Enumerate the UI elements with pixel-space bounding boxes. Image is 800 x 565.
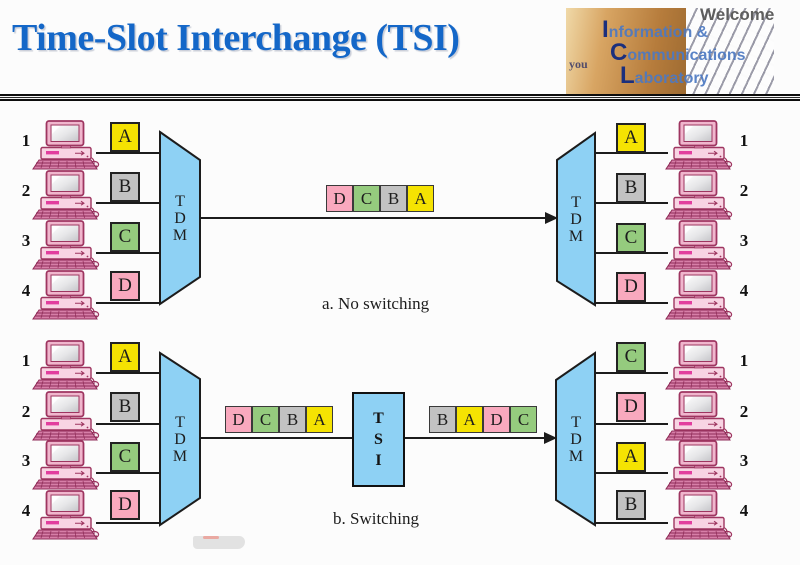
channel-number: 3 bbox=[739, 451, 749, 470]
computer-icon bbox=[665, 120, 733, 170]
time-slot-box: D bbox=[110, 271, 140, 301]
tdm-demux-label: T D M bbox=[568, 413, 584, 465]
logo-background-left bbox=[566, 8, 688, 96]
a-arrowhead-icon bbox=[545, 212, 558, 224]
page-title: Time-Slot Interchange (TSI) bbox=[12, 17, 460, 59]
channel-number: 4 bbox=[21, 281, 31, 300]
computer-icon bbox=[32, 270, 100, 320]
channel-number: 4 bbox=[21, 501, 31, 520]
time-slot-box: C bbox=[110, 442, 140, 472]
smudge-mark bbox=[203, 536, 219, 539]
time-slot-box: D bbox=[616, 272, 646, 302]
frame-slot: C bbox=[252, 406, 279, 433]
logo-initial-i: I bbox=[602, 16, 609, 43]
channel-number: 3 bbox=[21, 451, 31, 470]
logo-line-laboratory: Laboratory bbox=[620, 62, 709, 89]
channel-number: 2 bbox=[21, 402, 31, 421]
computer-icon bbox=[665, 391, 733, 441]
frame-slot: B bbox=[380, 185, 407, 212]
time-slot-box: A bbox=[110, 342, 140, 372]
b-left-mux-shape bbox=[159, 351, 201, 527]
channel-number: 4 bbox=[739, 281, 749, 300]
computer-icon bbox=[32, 340, 100, 390]
welcome-text: Welcome bbox=[700, 5, 775, 24]
channel-number: 4 bbox=[739, 501, 749, 520]
computer-icon bbox=[665, 220, 733, 270]
channel-number: 3 bbox=[21, 231, 31, 250]
frame-slot: B bbox=[279, 406, 306, 433]
time-slot-box: D bbox=[110, 490, 140, 520]
frame-slot: C bbox=[353, 185, 380, 212]
computer-icon bbox=[32, 490, 100, 540]
channel-number: 2 bbox=[21, 181, 31, 200]
channel-number: 1 bbox=[739, 131, 749, 150]
tdm-demux-label: T D M bbox=[568, 193, 584, 245]
channel-number: 1 bbox=[21, 131, 31, 150]
frame-slot: A bbox=[407, 185, 434, 212]
channel-number: 1 bbox=[21, 351, 31, 370]
computer-icon bbox=[32, 391, 100, 441]
computer-icon bbox=[665, 170, 733, 220]
a-right-demux-shape bbox=[556, 131, 596, 307]
time-slot-box: C bbox=[616, 223, 646, 253]
caption-a: a. No switching bbox=[322, 294, 430, 313]
computer-icon bbox=[665, 440, 733, 490]
frame-slot: A bbox=[456, 406, 483, 433]
logo-line-communications: Communications bbox=[610, 39, 746, 66]
b-arrowhead-icon bbox=[544, 432, 557, 444]
computer-icon bbox=[32, 170, 100, 220]
a-left-port-lines bbox=[96, 152, 161, 304]
eraser-smudge bbox=[193, 536, 245, 549]
frame-slot: B bbox=[429, 406, 456, 433]
b-right-port-lines bbox=[595, 372, 668, 524]
time-slot-box: B bbox=[616, 490, 646, 520]
time-slot-box: B bbox=[110, 392, 140, 422]
logo-line-information: Information & bbox=[602, 16, 709, 43]
frame-slot: A bbox=[306, 406, 333, 433]
channel-number: 2 bbox=[739, 181, 749, 200]
time-slot-box: A bbox=[616, 442, 646, 472]
b-left-port-lines bbox=[96, 372, 161, 524]
tdm-mux-label: T D M bbox=[172, 413, 188, 465]
icl-logo: Information & Communications Laboratory … bbox=[566, 8, 774, 96]
b-right-demux-shape bbox=[555, 351, 596, 527]
computer-icon bbox=[665, 340, 733, 390]
logo-tagline: you bbox=[569, 57, 588, 71]
tsi-box: T S I bbox=[352, 392, 405, 487]
a-right-port-lines bbox=[595, 152, 668, 304]
frame-slot: C bbox=[510, 406, 537, 433]
time-slot-box: C bbox=[616, 342, 646, 372]
a-left-mux-shape bbox=[159, 130, 201, 306]
frame-slot: D bbox=[483, 406, 510, 433]
frame-slot: D bbox=[326, 185, 353, 212]
computer-icon bbox=[665, 270, 733, 320]
keyboard-image bbox=[686, 8, 774, 96]
computer-icon bbox=[32, 220, 100, 270]
channel-number: 3 bbox=[739, 231, 749, 250]
time-slot-box: A bbox=[616, 123, 646, 153]
header-separator bbox=[0, 94, 800, 101]
computer-icon bbox=[32, 440, 100, 490]
caption-b: b. Switching bbox=[333, 509, 419, 528]
time-slot-box: B bbox=[616, 173, 646, 203]
channel-number: 2 bbox=[739, 402, 749, 421]
tdm-mux-label: T D M bbox=[172, 192, 188, 244]
channel-number: 1 bbox=[739, 351, 749, 370]
time-slot-box: A bbox=[110, 122, 140, 152]
computer-icon bbox=[32, 120, 100, 170]
time-slot-box: D bbox=[616, 392, 646, 422]
time-slot-box: C bbox=[110, 222, 140, 252]
computer-icon bbox=[665, 490, 733, 540]
logo-initial-l: L bbox=[620, 62, 635, 89]
time-slot-box: B bbox=[110, 172, 140, 202]
logo-initial-c: C bbox=[610, 39, 628, 66]
frame-slot: D bbox=[225, 406, 252, 433]
